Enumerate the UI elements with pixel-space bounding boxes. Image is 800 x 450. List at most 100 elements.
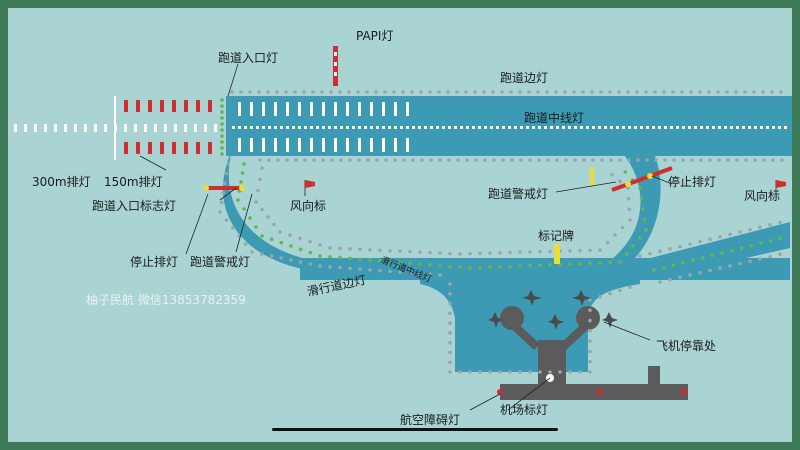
papi-light xyxy=(334,52,337,56)
taxiway-centerline-light xyxy=(418,262,422,266)
threshold-bar xyxy=(310,138,313,152)
taxiway-edge-light xyxy=(758,225,762,229)
gate-right xyxy=(576,306,600,330)
centerline-light xyxy=(418,126,421,129)
threshold-bar xyxy=(382,138,385,152)
taxiway-edge-light xyxy=(223,181,227,185)
watermark: 柚子民航 微信13853782359 xyxy=(86,292,246,307)
apron-edge-light xyxy=(448,340,452,345)
taxiway-centerline-light xyxy=(378,259,382,263)
edge-light xyxy=(645,158,649,162)
edge-light xyxy=(546,158,550,162)
edge-light xyxy=(771,158,775,162)
apron-edge-light xyxy=(608,291,612,296)
taxiway-centerline-light xyxy=(739,246,744,250)
edge-light xyxy=(464,90,468,94)
taxiway-edge-light xyxy=(438,251,442,255)
centerline-light xyxy=(496,126,499,129)
taxiway-edge-light xyxy=(478,251,482,256)
centerline-light xyxy=(424,126,427,129)
threshold-bar xyxy=(334,138,337,152)
stop-bar-left xyxy=(203,185,245,191)
centerline-light xyxy=(508,126,511,129)
taxiway-edge-light xyxy=(658,249,662,253)
taxiway-edge-light xyxy=(658,280,662,284)
centerline-light xyxy=(412,126,415,129)
approach-light-red xyxy=(184,142,188,154)
apron-edge-light xyxy=(448,291,452,296)
stop-bar-right xyxy=(611,166,673,192)
centerline-light xyxy=(358,126,361,129)
taxiway-edge-light xyxy=(358,267,362,271)
edge-light xyxy=(563,90,567,94)
centerline-light xyxy=(652,126,655,129)
edge-light xyxy=(599,90,603,94)
apron-edge-light xyxy=(448,370,452,374)
taxiway-edge-light xyxy=(231,226,235,230)
label-beacon: 机场标灯 xyxy=(500,403,548,417)
taxiway-edge-light xyxy=(688,242,692,246)
approach-light xyxy=(134,124,137,132)
threshold-green-light xyxy=(220,140,224,144)
taxiway-edge-light xyxy=(610,172,614,177)
label-papi: PAPI灯 xyxy=(356,29,393,43)
taxiway-centerline-light xyxy=(641,207,645,211)
edge-light xyxy=(644,90,648,94)
taxiway-lights xyxy=(218,162,783,374)
edge-light xyxy=(320,90,324,94)
approach-light-red xyxy=(172,100,176,112)
taxiway-edge-light xyxy=(638,254,642,258)
approach-light-red xyxy=(160,142,164,154)
label-sign: 标记牌 xyxy=(538,229,574,243)
centerline-light xyxy=(700,126,703,129)
threshold-bar xyxy=(370,102,373,116)
centerline-light xyxy=(256,126,259,129)
centerline-light xyxy=(730,126,733,129)
approach-light-red xyxy=(148,100,152,112)
edge-light xyxy=(545,90,549,94)
taxiway-centerline-light xyxy=(239,180,243,184)
centerline-light xyxy=(718,126,721,129)
taxiway-edge-light xyxy=(328,246,332,250)
edge-light xyxy=(618,158,622,162)
centerline-light xyxy=(604,126,607,129)
edge-light xyxy=(275,90,279,94)
edge-light xyxy=(276,158,280,162)
taxiway-edge-light xyxy=(250,250,254,254)
edge-light xyxy=(420,158,424,162)
approach-light xyxy=(104,124,107,132)
centerline-light xyxy=(388,126,391,129)
threshold-green-light xyxy=(220,104,224,108)
centerline-light xyxy=(532,126,535,129)
taxiway-edge-light xyxy=(613,233,617,237)
edge-light xyxy=(743,90,747,94)
taxiway-edge-light xyxy=(498,251,502,255)
edge-light xyxy=(356,90,360,94)
approach-light-red xyxy=(172,142,176,154)
taxiway-edge-light xyxy=(368,248,372,252)
edge-light xyxy=(671,90,675,94)
taxiway-edge-light xyxy=(221,191,225,195)
video-progress-bar[interactable] xyxy=(272,428,558,431)
edge-light xyxy=(357,158,361,162)
taxiway-edge-light xyxy=(718,266,722,270)
centerline-light xyxy=(466,126,469,129)
centerline-light xyxy=(352,126,355,129)
taxiway-centerline-light xyxy=(368,258,372,262)
taxiway-centerline-light xyxy=(618,260,622,264)
approach-light xyxy=(14,124,17,132)
centerline-light xyxy=(298,126,301,129)
taxiway-centerline-light xyxy=(598,261,602,265)
taxiway-edge-light xyxy=(272,222,276,227)
edge-light xyxy=(258,158,262,162)
edge-light xyxy=(608,90,612,94)
threshold-bar xyxy=(358,138,361,152)
threshold-green-light xyxy=(220,134,224,138)
taxiway-centerline-light xyxy=(348,256,352,261)
edge-light xyxy=(635,90,639,94)
taxiway-centerline-light xyxy=(478,265,482,270)
taxiway-centerline-light xyxy=(508,264,512,269)
centerline-light xyxy=(526,126,529,129)
taxiway-centerline-light xyxy=(623,170,628,174)
edge-light xyxy=(384,158,388,162)
